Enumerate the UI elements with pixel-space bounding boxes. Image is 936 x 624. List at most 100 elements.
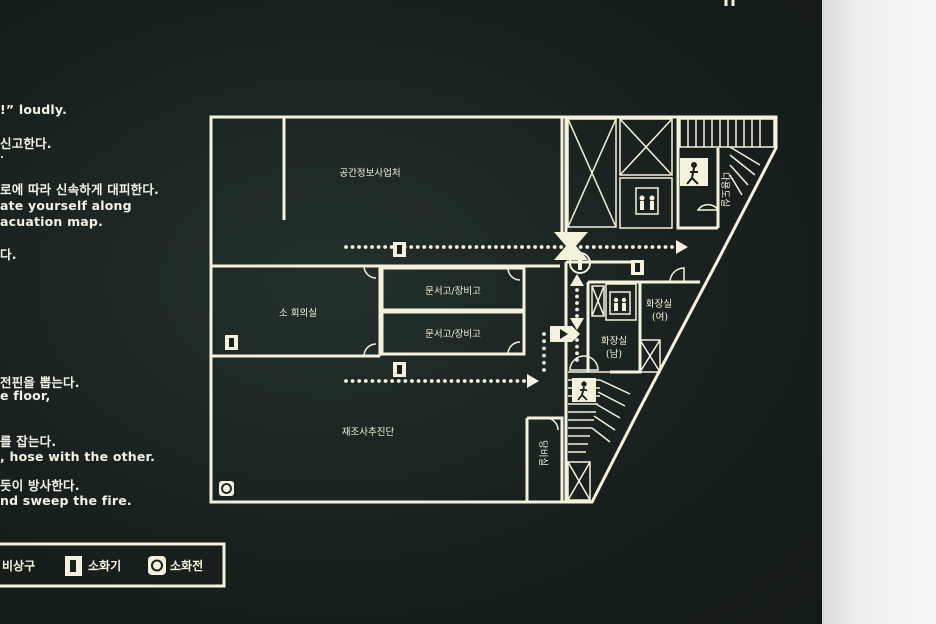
route-dot <box>575 288 579 292</box>
door-swing <box>363 343 377 357</box>
route-dot <box>448 245 453 249</box>
route-dot <box>513 245 518 249</box>
route-dot <box>436 379 441 383</box>
route-dot <box>575 301 579 305</box>
route-dot <box>344 245 348 249</box>
route-dot <box>546 245 551 249</box>
route-dot <box>542 346 546 351</box>
door-swing <box>696 203 720 211</box>
door-swing <box>507 267 521 281</box>
route-dot <box>575 294 579 299</box>
route-dot <box>515 379 520 383</box>
fire-extinguisher-icon <box>225 335 238 350</box>
route-dot <box>474 245 479 249</box>
route-dot <box>344 379 348 383</box>
route-dot <box>475 379 480 383</box>
route-dot <box>390 379 395 383</box>
room-archive-2 <box>380 310 526 356</box>
route-dot <box>575 358 579 362</box>
route-dot <box>494 245 498 249</box>
route-dot <box>533 245 537 249</box>
room-archive-2: 문서고/장비고 <box>425 329 481 340</box>
route-dot <box>520 245 524 249</box>
shaft-cross <box>619 118 673 176</box>
elevator-lobby <box>619 177 673 229</box>
route-dot <box>508 379 513 383</box>
direction-marker-icon <box>550 326 580 342</box>
route-dot <box>415 245 420 249</box>
route-dot <box>469 379 474 383</box>
instruction-line: e floor, <box>0 388 51 403</box>
corner-mark-icon <box>724 0 735 6</box>
instruction-line: 로에 따라 신속하게 대피한다. <box>0 182 160 197</box>
shaft-cross <box>591 285 605 317</box>
route-dot <box>442 379 447 383</box>
route-dot <box>370 379 375 383</box>
instruction-line: nd sweep the fire. <box>0 493 132 508</box>
legend-extinguisher-label: 소화기 <box>88 558 121 573</box>
route-dot <box>542 332 546 336</box>
route-dot <box>461 245 466 249</box>
route-dot <box>500 245 505 249</box>
route-dot <box>575 307 579 312</box>
room-multipurpose: 다용도실 <box>719 172 730 207</box>
route-dot <box>482 379 487 383</box>
route-dot <box>409 245 414 249</box>
route-dot <box>575 338 579 342</box>
route-dot <box>376 245 381 249</box>
route-dot <box>357 379 362 383</box>
route-dot <box>611 245 616 249</box>
instruction-line: , hose with the other. <box>0 449 156 464</box>
route-dot <box>630 245 635 249</box>
fire-extinguisher-icon <box>65 556 82 576</box>
exit-icon <box>572 378 596 402</box>
route-dot <box>585 245 590 249</box>
room-archive-1: 문서고/장비고 <box>425 286 481 297</box>
route-dot <box>604 245 609 249</box>
room-rebuild: 재조사추진단 <box>342 427 395 438</box>
shaft <box>591 285 605 317</box>
route-dot <box>441 245 446 249</box>
route-dot <box>526 245 531 249</box>
legend: 비상구 소화기 소화전 <box>0 542 226 588</box>
route-dot <box>542 339 546 344</box>
route-dot <box>467 245 472 249</box>
door-swing <box>569 355 599 371</box>
route-dot <box>422 245 427 249</box>
route-dot <box>416 379 421 383</box>
route-dot <box>363 379 368 383</box>
route-dot <box>657 245 661 249</box>
route-dot <box>624 245 629 249</box>
route-dot <box>350 245 355 249</box>
instruction-line: 를 잡는다. <box>0 434 57 449</box>
evacuation-map-board: !” loudly. 신고한다. . 로에 따라 신속하게 대피한다. ate … <box>0 0 822 624</box>
legend-exit-label: 비상구 <box>2 558 35 573</box>
room-small-meeting: 소 회의실 <box>279 308 317 319</box>
elevator-icon <box>635 187 659 215</box>
route-dot <box>489 379 493 383</box>
wall <box>676 117 718 230</box>
route-dot <box>502 379 507 383</box>
floor-plan: 다용도실 화장실 (여) 화장실 (남) <box>0 0 778 588</box>
instruction-line: 신고한다. <box>0 136 52 151</box>
staircase <box>679 118 775 196</box>
instruction-line: 듯이 방사한다. <box>0 478 80 493</box>
route-dot <box>487 245 492 249</box>
shaft-cross <box>567 461 591 501</box>
fire-extinguisher-icon <box>393 362 406 377</box>
route-dot <box>575 351 579 356</box>
room-spatial-info: 공간정보사업처 <box>339 167 400 179</box>
route-dot <box>389 245 394 249</box>
instruction-line: ate yourself along <box>0 198 132 213</box>
route-dot <box>552 245 557 249</box>
route-dot <box>423 379 428 383</box>
legend-hydrant-label: 소화전 <box>170 558 203 573</box>
route-dot <box>617 245 622 249</box>
exit-icon <box>680 158 708 186</box>
route-dot <box>650 245 655 249</box>
route-dot <box>578 245 583 249</box>
route-dot <box>542 360 546 365</box>
route-dot <box>539 245 544 249</box>
route-dot <box>598 245 603 249</box>
instruction-line: !” loudly. <box>0 102 68 117</box>
